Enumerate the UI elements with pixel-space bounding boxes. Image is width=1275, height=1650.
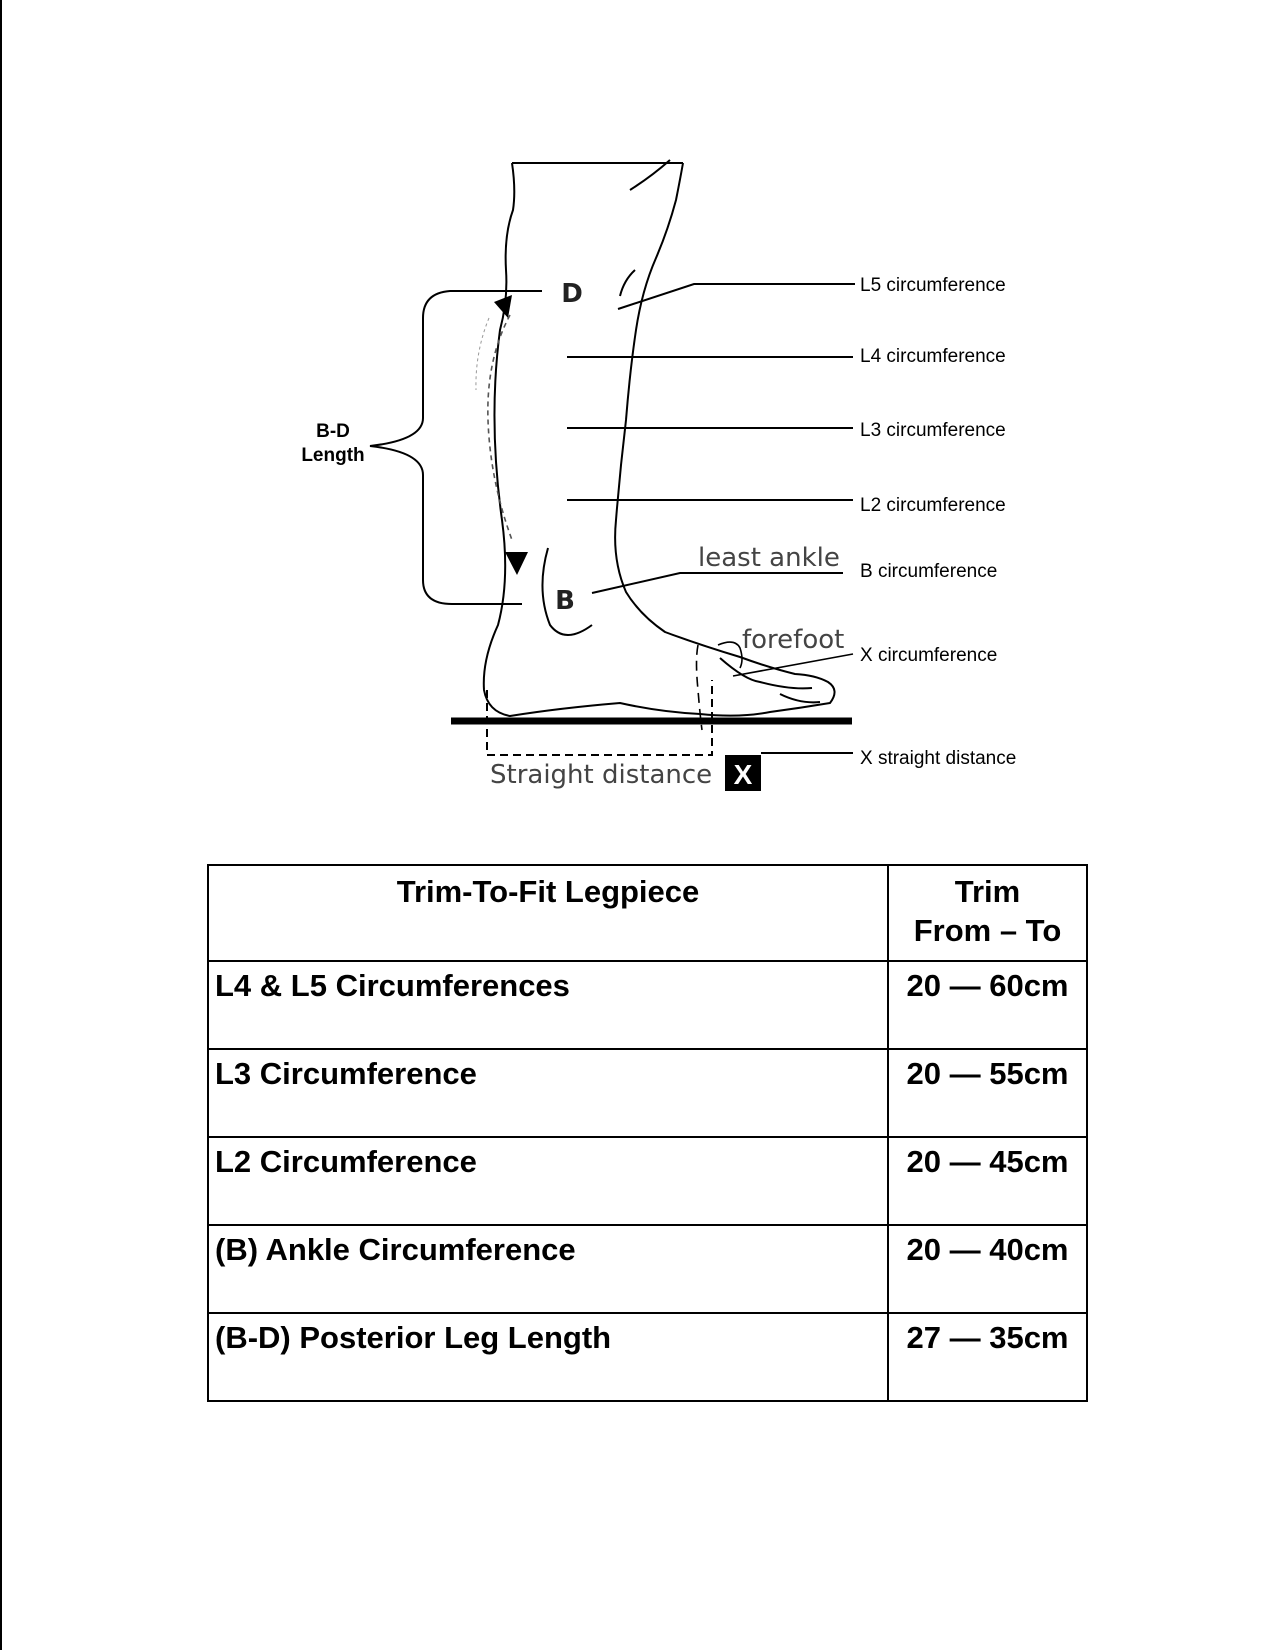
x-circumference-label: X circumference bbox=[860, 645, 997, 666]
row-measurement: (B) Ankle Circumference bbox=[207, 1224, 889, 1314]
l2-circumference-label: L2 circumference bbox=[860, 495, 1006, 516]
table-row: L3 Circumference 20 — 55cm bbox=[207, 1048, 1088, 1138]
table-row: L2 Circumference 20 — 45cm bbox=[207, 1136, 1088, 1226]
trim-to-fit-table: Trim-To-Fit Legpiece Trim From – To L4 &… bbox=[207, 864, 1088, 1402]
table-row: (B) Ankle Circumference 20 — 40cm bbox=[207, 1224, 1088, 1314]
row-measurement: (B-D) Posterior Leg Length bbox=[207, 1312, 889, 1402]
straight-distance-bracket bbox=[486, 680, 713, 756]
leg-measurement-diagram: B-D Length D B forefoot least ankle Stra… bbox=[301, 159, 1016, 791]
l5-circumference-label: L5 circumference bbox=[860, 275, 1006, 296]
header-trim-range: Trim From – To bbox=[887, 864, 1088, 962]
row-trim-range: 27 — 35cm bbox=[887, 1312, 1088, 1402]
circumference-lines bbox=[567, 283, 855, 594]
x-marker-letter: X bbox=[734, 759, 753, 790]
row-trim-range: 20 — 40cm bbox=[887, 1224, 1088, 1314]
point-d-label: D bbox=[561, 279, 583, 309]
arrow-up-icon bbox=[494, 295, 512, 318]
bd-length-label-line2: Length bbox=[301, 445, 364, 466]
arrow-down-icon bbox=[505, 552, 528, 575]
row-measurement: L3 Circumference bbox=[207, 1048, 889, 1138]
l4-circumference-label: L4 circumference bbox=[860, 346, 1006, 367]
l3-circumference-label: L3 circumference bbox=[860, 420, 1006, 441]
x-marker-box bbox=[725, 755, 761, 791]
table-header-row: Trim-To-Fit Legpiece Trim From – To bbox=[207, 864, 1088, 962]
header-trim-line2: From – To bbox=[913, 913, 1062, 948]
forefoot-markings bbox=[695, 641, 854, 731]
forefoot-label: forefoot bbox=[742, 625, 844, 655]
header-trim-line1: Trim bbox=[954, 874, 1021, 909]
bd-dashed-arrow bbox=[475, 295, 528, 575]
bd-length-label-line1: B-D bbox=[316, 421, 350, 442]
page-edge bbox=[0, 0, 2, 1650]
row-trim-range: 20 — 55cm bbox=[887, 1048, 1088, 1138]
table-row: L4 & L5 Circumferences 20 — 60cm bbox=[207, 960, 1088, 1050]
row-measurement: L4 & L5 Circumferences bbox=[207, 960, 889, 1050]
least-ankle-label: least ankle bbox=[698, 543, 840, 573]
row-trim-range: 20 — 60cm bbox=[887, 960, 1088, 1050]
straight-distance-label: Straight distance bbox=[490, 760, 712, 790]
point-b-label: B bbox=[555, 586, 575, 616]
row-measurement: L2 Circumference bbox=[207, 1136, 889, 1226]
table-row: (B-D) Posterior Leg Length 27 — 35cm bbox=[207, 1312, 1088, 1402]
leg-outline bbox=[482, 159, 836, 718]
bd-bracket bbox=[369, 290, 542, 605]
row-trim-range: 20 — 45cm bbox=[887, 1136, 1088, 1226]
header-legpiece: Trim-To-Fit Legpiece bbox=[207, 864, 889, 962]
b-circumference-label: B circumference bbox=[860, 561, 997, 582]
x-straight-distance-label: X straight distance bbox=[860, 748, 1016, 769]
